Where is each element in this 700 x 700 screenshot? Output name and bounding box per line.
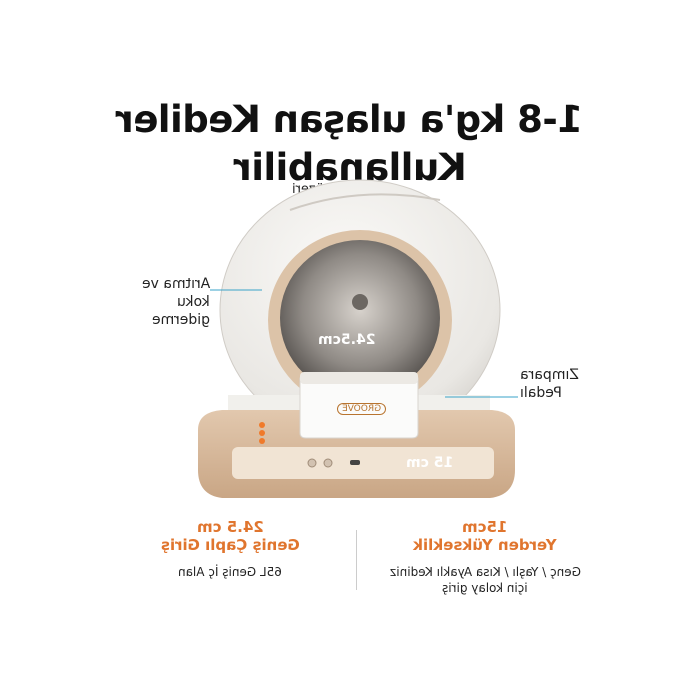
feature-divider bbox=[356, 530, 357, 590]
base-front-panel bbox=[232, 447, 494, 479]
callout-pedal: Zımpara Pedalı bbox=[520, 367, 579, 401]
indicator-light bbox=[259, 422, 265, 428]
indicator-light bbox=[259, 430, 265, 436]
feature-entrance: 24.5 cm Geniş Çaplı Giriş 65L Geniş İç A… bbox=[130, 518, 330, 580]
feature-height-value: 15cm bbox=[462, 518, 508, 536]
control-button bbox=[307, 458, 317, 468]
indicator-light bbox=[259, 438, 265, 444]
step-brand-logo: GROOVE bbox=[337, 403, 387, 415]
base-height-label: 15 cm bbox=[406, 455, 454, 471]
entrance-size-label: 24.5cm bbox=[318, 332, 376, 348]
feature-entrance-value: 24.5 cm bbox=[196, 518, 264, 536]
inner-sensor bbox=[352, 294, 368, 310]
feature-height-desc-1: Genç / Yaşlı / Kısa Ayaklı Kediniz bbox=[389, 565, 581, 579]
feature-height-desc-2: için kolay giriş bbox=[442, 581, 528, 595]
usb-port bbox=[350, 460, 360, 465]
feature-height-title: Yerden Yükseklik bbox=[413, 536, 557, 554]
feature-entrance-desc: 65L Geniş İç Alan bbox=[178, 565, 282, 579]
feature-entrance-title: Geniş Çaplı Giriş bbox=[160, 536, 300, 554]
step-pedal bbox=[299, 377, 419, 439]
feature-height: 15cm Yerden Yükseklik Genç / Yaşlı / Kıs… bbox=[375, 518, 595, 596]
control-button bbox=[323, 458, 333, 468]
dome-seam bbox=[289, 193, 441, 211]
entrance-hole bbox=[280, 240, 440, 396]
callout-deodorization: Arıtma ve koku giderme bbox=[141, 276, 210, 328]
step-top bbox=[300, 372, 418, 384]
